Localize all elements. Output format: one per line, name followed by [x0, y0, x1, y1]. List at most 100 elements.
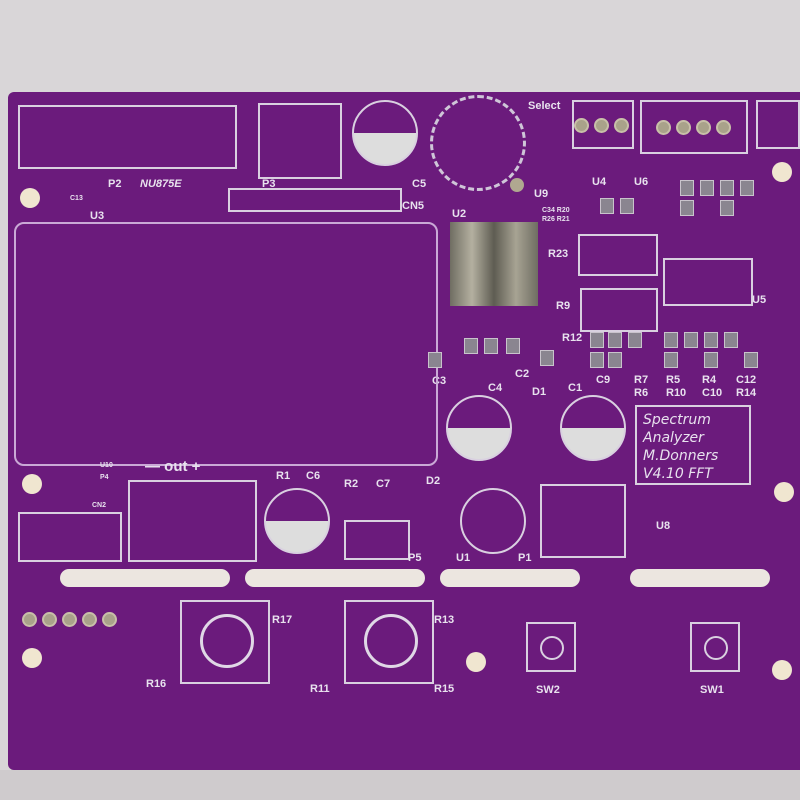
- label-r11: R11: [310, 683, 330, 695]
- smd-pad: [740, 180, 754, 196]
- label-u2: U2: [452, 208, 467, 220]
- label-p5: P5: [408, 552, 422, 564]
- smd-pad: [540, 350, 554, 366]
- mounting-hole: [22, 648, 42, 668]
- connector-select: [572, 100, 634, 149]
- smd-pad: [428, 352, 442, 368]
- label-r9: R9: [556, 300, 571, 312]
- label-r2: R2: [344, 478, 359, 490]
- label-u5: U5: [752, 294, 767, 306]
- pad: [676, 120, 691, 135]
- label-u10: U10: [100, 462, 113, 469]
- terminal-p4: [128, 480, 257, 562]
- label-select: Select: [528, 100, 561, 112]
- label-r17: R17: [272, 614, 293, 626]
- smd-pad: [744, 352, 758, 368]
- label-c6: C6: [306, 470, 321, 482]
- breakaway-slot: [630, 569, 770, 587]
- terminal-p1: [540, 484, 626, 558]
- label-r1: R1: [276, 470, 291, 482]
- label-p2: P2: [108, 178, 122, 190]
- via-u9: [510, 178, 524, 192]
- smd-pad: [590, 352, 604, 368]
- pad: [716, 120, 731, 135]
- pad: [696, 120, 711, 135]
- label-c13: C13: [70, 195, 83, 202]
- label-p4: P4: [100, 474, 109, 481]
- label-r7-r6: R7 R6: [634, 374, 649, 399]
- pad: [594, 118, 609, 133]
- header-cn5: [228, 188, 402, 212]
- capacitor-c4: [446, 395, 512, 461]
- label-c34-r20: C34 R20: [542, 207, 570, 214]
- pad: [62, 612, 77, 627]
- smd-pad: [608, 352, 622, 368]
- label-c5: C5: [412, 178, 427, 190]
- mounting-hole: [20, 188, 40, 208]
- label-c9: C9: [596, 374, 611, 386]
- pad: [614, 118, 629, 133]
- label-c4: C4: [488, 382, 503, 394]
- title-line: Spectrum: [643, 412, 711, 428]
- label-r16: R16: [146, 678, 167, 690]
- breakaway-slot: [60, 569, 230, 587]
- trimmer-r23: [578, 234, 658, 276]
- smd-pad: [608, 332, 622, 348]
- smd-pad: [700, 180, 714, 196]
- label-r23: R23: [548, 248, 569, 260]
- smd-pad: [680, 180, 694, 196]
- trimmer-r9: [580, 288, 658, 332]
- pad: [22, 612, 37, 627]
- label-cn2: CN2: [92, 502, 107, 509]
- label-r12: R12: [562, 332, 583, 344]
- label-p3: P3: [262, 178, 276, 190]
- switch-sw1: [690, 622, 740, 672]
- smd-pad: [600, 198, 614, 214]
- connector-cn2: [18, 512, 122, 562]
- label-u9: U9: [534, 188, 549, 200]
- chip-u2: [450, 222, 538, 306]
- label-c12-r14: C12 R14: [736, 374, 757, 399]
- label-u4: U4: [592, 176, 607, 188]
- capacitor-c5: [352, 100, 418, 166]
- regulator-p5: [344, 520, 410, 560]
- mounting-hole: [774, 482, 794, 502]
- label-u3: U3: [90, 210, 105, 222]
- label-r13: R13: [434, 614, 455, 626]
- label-sw2: SW2: [536, 684, 560, 696]
- pad: [102, 612, 117, 627]
- label-r5-r10: R5 R10: [666, 374, 687, 399]
- label-c3: C3: [432, 375, 447, 387]
- label-r15: R15: [434, 683, 455, 695]
- potentiometer-r13: [344, 600, 434, 684]
- label-r26-r21: R26 R21: [542, 216, 570, 223]
- label-sw1: SW1: [700, 684, 724, 696]
- regulator-footprint: [258, 103, 342, 179]
- pad: [656, 120, 671, 135]
- smd-pad: [664, 332, 678, 348]
- connector-p2: [18, 105, 237, 169]
- pad: [82, 612, 97, 627]
- title-line: Analyzer: [643, 430, 704, 446]
- mounting-hole: [772, 162, 792, 182]
- label-out: — out +: [145, 458, 201, 475]
- mounting-hole: [22, 474, 42, 494]
- pad: [42, 612, 57, 627]
- smd-pad: [704, 332, 718, 348]
- potentiometer-r17: [180, 600, 270, 684]
- label-p1: P1: [518, 552, 532, 564]
- smd-pad: [724, 332, 738, 348]
- display-outline-u3: [14, 222, 438, 466]
- switch-sw2: [526, 622, 576, 672]
- component-u1: [460, 488, 526, 554]
- title-line: V4.10 FFT: [643, 466, 713, 482]
- label-u8: U8: [656, 520, 671, 532]
- smd-pad: [664, 352, 678, 368]
- title-line: M.Donners: [643, 448, 719, 464]
- smd-pad: [720, 200, 734, 216]
- smd-pad: [680, 200, 694, 216]
- label-d1: D1: [532, 386, 547, 398]
- label-u6: U6: [634, 176, 649, 188]
- smd-pad: [464, 338, 478, 354]
- connector-2pin: [756, 100, 800, 149]
